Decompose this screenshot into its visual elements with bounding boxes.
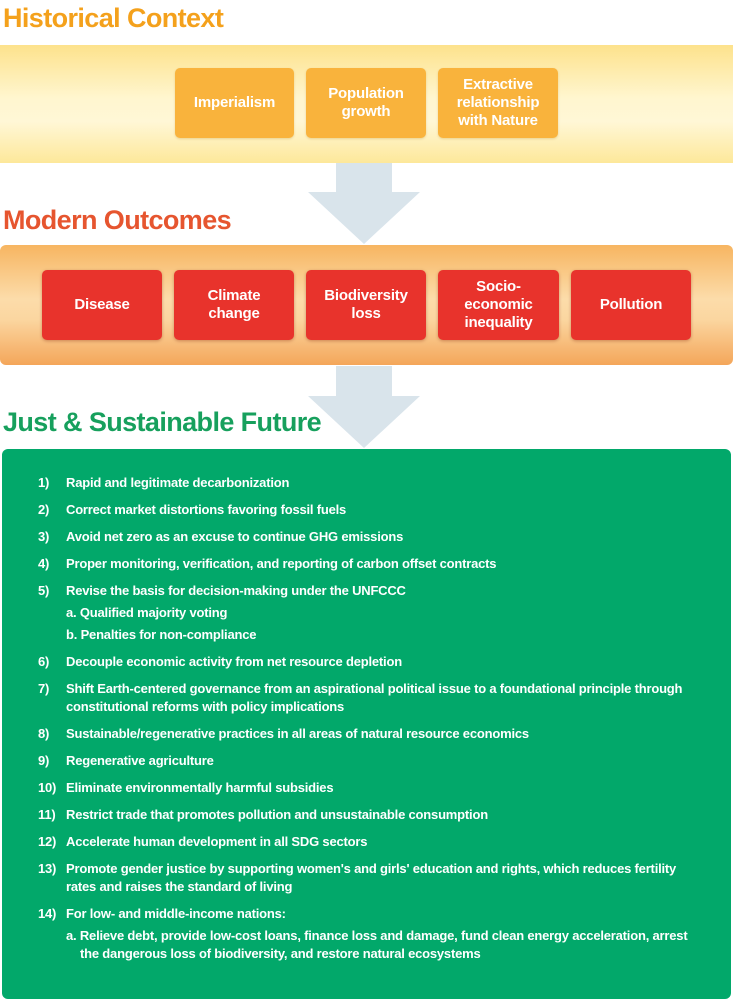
- box-label: Extractive relationship with Nature: [456, 76, 540, 129]
- item-text: Proper monitoring, verification, and rep…: [66, 556, 497, 571]
- list-item: 14) For low- and middle-income nations: …: [38, 905, 698, 963]
- item-number: 13): [38, 861, 57, 876]
- item-text: Accelerate human development in all SDG …: [66, 834, 368, 849]
- sustainable-future-title: Just & Sustainable Future: [3, 407, 322, 437]
- item-number: 3): [38, 529, 50, 544]
- item-number: 2): [38, 502, 50, 517]
- item-number: 1): [38, 475, 50, 490]
- list-item: 1) Rapid and legitimate decarbonization: [38, 474, 698, 492]
- box-label: Climate change: [207, 287, 261, 322]
- sustainable-future-panel: [2, 449, 731, 999]
- item-text: Restrict trade that promotes pollution a…: [66, 807, 488, 822]
- sub-item: a. Relieve debt, provide low-cost loans,…: [66, 928, 688, 961]
- box-extractive-relationship: Extractive relationship with Nature: [438, 68, 558, 138]
- item-text: Sustainable/regenerative practices in al…: [66, 726, 529, 741]
- item-number: 8): [38, 726, 50, 741]
- box-pollution: Pollution: [571, 270, 691, 340]
- box-biodiversity-loss: Biodiversity loss: [306, 270, 426, 340]
- list-item: 5) Revise the basis for decision-making …: [38, 582, 698, 644]
- list-item: 11) Restrict trade that promotes polluti…: [38, 806, 698, 824]
- box-label: Socio-economic inequality: [464, 278, 533, 331]
- list-item: 4) Proper monitoring, verification, and …: [38, 555, 698, 573]
- list-item: 8) Sustainable/regenerative practices in…: [38, 725, 698, 743]
- list-item: 6) Decouple economic activity from net r…: [38, 653, 698, 671]
- item-text: Regenerative agriculture: [66, 753, 214, 768]
- recommendations-list: 1) Rapid and legitimate decarbonization …: [38, 474, 698, 972]
- box-imperialism: Imperialism: [175, 68, 294, 138]
- box-disease: Disease: [42, 270, 162, 340]
- box-label: Disease: [74, 296, 130, 313]
- item-number: 6): [38, 654, 50, 669]
- item-text: Revise the basis for decision-making und…: [66, 583, 406, 598]
- item-text: Promote gender justice by supporting wom…: [66, 861, 677, 894]
- item-text: Rapid and legitimate decarbonization: [66, 475, 290, 490]
- list-item: 10) Eliminate environmentally harmful su…: [38, 779, 698, 797]
- box-population-growth: Population growth: [306, 68, 426, 138]
- item-text: Correct market distortions favoring foss…: [66, 502, 347, 517]
- item-text: Avoid net zero as an excuse to continue …: [66, 529, 404, 544]
- box-label: Imperialism: [193, 94, 276, 111]
- item-number: 11): [38, 807, 56, 822]
- sub-item: a. Qualified majority voting: [66, 605, 228, 620]
- item-number: 14): [38, 906, 57, 921]
- item-number: 7): [38, 681, 50, 696]
- list-item: 7) Shift Earth-centered governance from …: [38, 680, 698, 716]
- modern-outcomes-title: Modern Outcomes: [3, 205, 232, 235]
- sub-item: b. Penalties for non-compliance: [66, 627, 257, 642]
- box-socio-economic-inequality: Socio-economic inequality: [438, 270, 559, 340]
- item-number: 4): [38, 556, 50, 571]
- box-climate-change: Climate change: [174, 270, 294, 340]
- list-item: 9) Regenerative agriculture: [38, 752, 698, 770]
- item-number: 12): [38, 834, 57, 849]
- item-number: 5): [38, 583, 50, 598]
- item-text: For low- and middle-income nations:: [66, 906, 286, 921]
- box-label: Biodiversity loss: [324, 287, 408, 322]
- list-item: 2) Correct market distortions favoring f…: [38, 501, 698, 519]
- item-number: 9): [38, 753, 50, 768]
- item-number: 10): [38, 780, 57, 795]
- list-item: 3) Avoid net zero as an excuse to contin…: [38, 528, 698, 546]
- box-label: Population growth: [328, 85, 404, 120]
- box-label: Pollution: [599, 296, 663, 313]
- item-text: Eliminate environmentally harmful subsid…: [66, 780, 334, 795]
- item-text: Shift Earth-centered governance from an …: [66, 681, 683, 714]
- list-item: 13) Promote gender justice by supporting…: [38, 860, 698, 896]
- item-text: Decouple economic activity from net reso…: [66, 654, 402, 669]
- historical-context-title: Historical Context: [3, 3, 224, 33]
- list-item: 12) Accelerate human development in all …: [38, 833, 698, 851]
